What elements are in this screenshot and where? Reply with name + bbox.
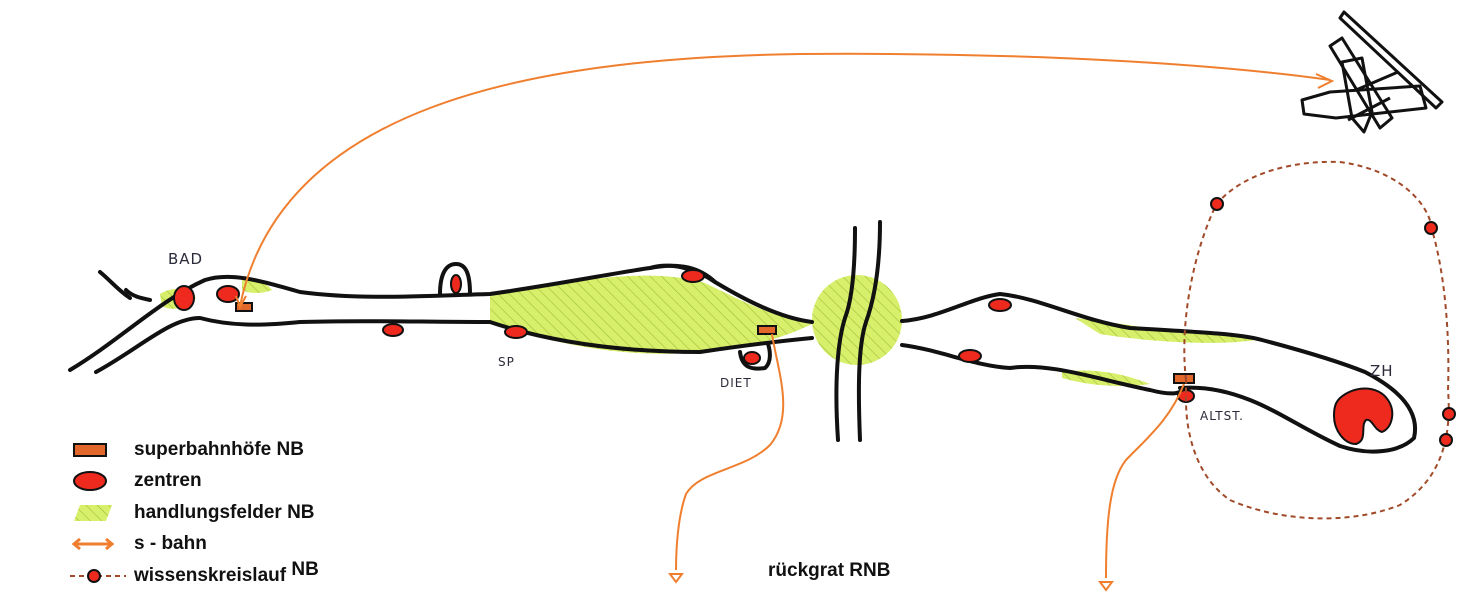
field-icon: [74, 504, 112, 521]
crossing-road: [834, 220, 882, 442]
route-to-airport: [239, 52, 1331, 307]
centers: [173, 269, 1394, 446]
station-diet: [757, 325, 777, 335]
legend-label-fields: handlungsfelder NB: [134, 501, 315, 523]
action-field-main: [490, 275, 812, 354]
spine-outline: [68, 262, 1418, 454]
route-south-2: [1105, 383, 1185, 579]
route-bad-head: [235, 295, 247, 310]
center-diet: [743, 351, 761, 365]
center-sp: [504, 325, 528, 339]
place-label-altst: ALTST.: [1200, 409, 1244, 423]
airplane-icon: [1300, 10, 1444, 134]
center-upper-mid: [681, 269, 705, 283]
center-east-1: [988, 298, 1012, 312]
legend-label-circuit-main: wissenskreislauf: [134, 564, 287, 586]
center-east-2: [958, 349, 982, 363]
center-icon: [73, 471, 107, 492]
legend-row-fields: handlungsfelder NB: [70, 497, 319, 529]
center-bad-2: [216, 285, 240, 303]
place-label-sp: SP: [498, 355, 515, 369]
legend: superbahnhöfe NB zentren handlungsfelder…: [70, 434, 319, 592]
s-bahn-routes: [235, 52, 1335, 592]
legend-row-circuit: wissenskreislauf NB: [70, 559, 319, 592]
legend-row-stations: superbahnhöfe NB: [70, 434, 319, 466]
legend-label-circuit: wissenskreislauf NB: [134, 559, 319, 587]
rail-arrow-icon: [71, 538, 115, 551]
legend-label-rail: s - bahn: [134, 533, 207, 555]
legend-label-centers: zentren: [134, 470, 202, 492]
route-airport-head: [1315, 73, 1335, 89]
center-zh: [1332, 387, 1394, 446]
station-bad: [235, 302, 253, 312]
station-altst: [1173, 373, 1195, 384]
super-stations: [235, 302, 1195, 384]
place-labels: BAD SP DIET ALTST. ZH: [168, 250, 1394, 423]
action-field-junction: [812, 275, 902, 365]
center-bad-1: [173, 285, 195, 311]
legend-label-circuit-suffix: NB: [291, 558, 319, 580]
legend-row-rail: s - bahn: [70, 529, 319, 561]
circuit-icon: [70, 568, 126, 583]
legend-row-centers: zentren: [70, 466, 319, 498]
route-south-1-head: [668, 573, 684, 584]
action-field-bad-right: [242, 279, 272, 293]
legend-label-stations: superbahnhöfe NB: [134, 438, 304, 460]
center-top-loop: [450, 274, 462, 294]
station-icon: [73, 442, 107, 457]
center-2: [382, 323, 404, 337]
diagram-caption: rückgrat RNB: [768, 560, 891, 581]
action-fields: [160, 275, 1256, 386]
place-label-bad: BAD: [168, 250, 203, 268]
place-label-diet: DIET: [720, 376, 752, 390]
route-south-1: [675, 333, 785, 571]
place-label-zh: ZH: [1370, 362, 1394, 380]
route-south-2-head: [1098, 581, 1114, 592]
knowledge-circuit: [1183, 160, 1456, 520]
